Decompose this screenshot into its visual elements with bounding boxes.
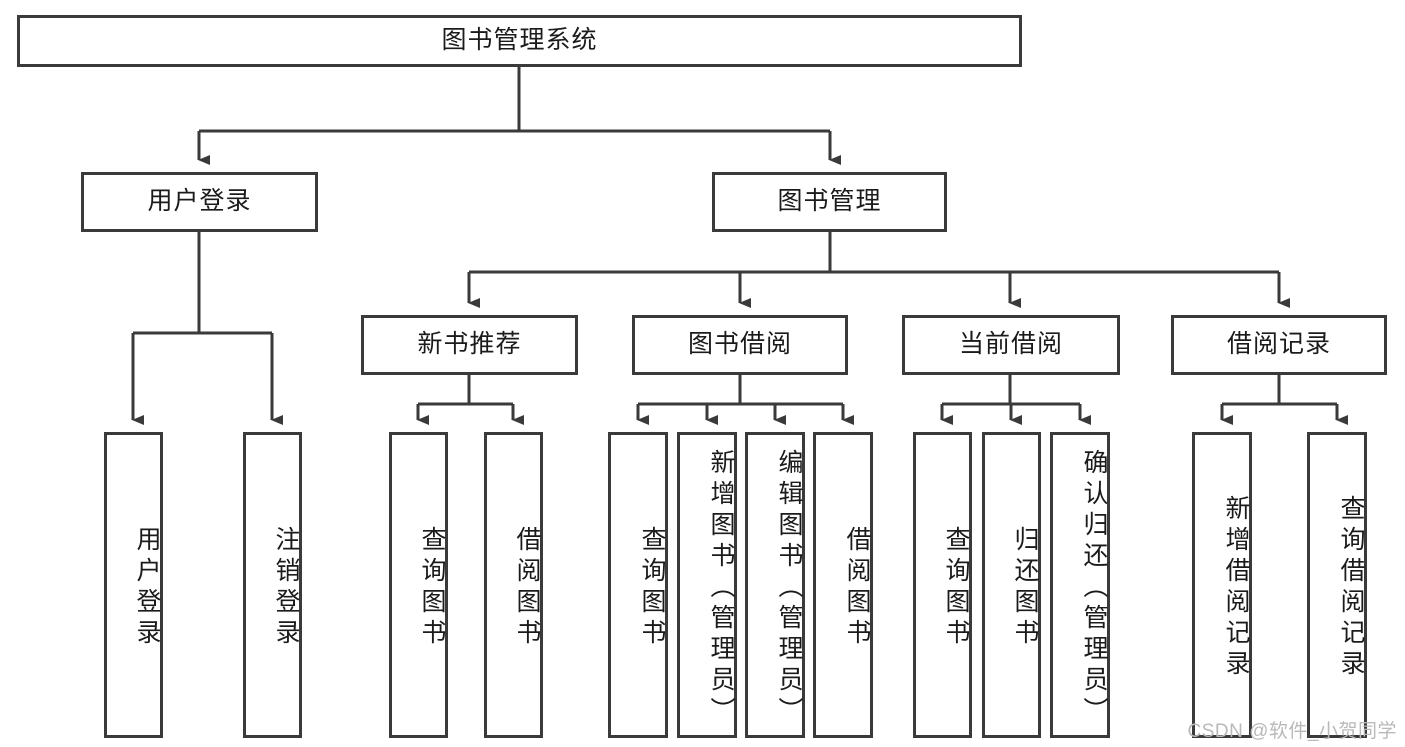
leaf-label: 注销登录 bbox=[272, 526, 300, 650]
leaf-return-book[interactable]: 归还图书 bbox=[982, 432, 1041, 738]
leaf-edit-book[interactable]: 编辑图书（管理员） bbox=[745, 432, 805, 738]
node-new-book-recommend[interactable]: 新书推荐 bbox=[361, 315, 578, 375]
node-current-borrow[interactable]: 当前借阅 bbox=[902, 315, 1120, 375]
leaf-label: 借阅图书 bbox=[843, 526, 871, 650]
leaf-label: 查询图书 bbox=[418, 526, 446, 650]
csdn-watermark: CSDN @软件_小贺同学 bbox=[1187, 721, 1397, 742]
leaf-query-record[interactable]: 查询借阅记录 bbox=[1307, 432, 1367, 738]
leaf-borrow-book-1[interactable]: 借阅图书 bbox=[484, 432, 543, 738]
leaf-confirm-return[interactable]: 确认归还（管理员） bbox=[1050, 432, 1110, 738]
leaf-label: 编辑图书（管理员） bbox=[775, 448, 803, 728]
leaf-label: 查询图书 bbox=[638, 526, 666, 650]
node-user-login[interactable]: 用户登录 bbox=[81, 172, 318, 232]
leaf-label: 新增借阅记录 bbox=[1222, 495, 1250, 681]
leaf-query-book-2[interactable]: 查询图书 bbox=[608, 432, 668, 738]
leaf-label: 用户登录 bbox=[133, 526, 161, 650]
leaf-borrow-book-2[interactable]: 借阅图书 bbox=[813, 432, 873, 738]
leaf-label: 借阅图书 bbox=[513, 526, 541, 650]
leaf-label: 新增图书（管理员） bbox=[707, 448, 735, 728]
leaf-query-book-3[interactable]: 查询图书 bbox=[913, 432, 972, 738]
leaf-user-logout[interactable]: 注销登录 bbox=[243, 432, 302, 738]
node-root[interactable]: 图书管理系统 bbox=[17, 15, 1022, 67]
leaf-query-book-1[interactable]: 查询图书 bbox=[389, 432, 448, 738]
node-book-borrow[interactable]: 图书借阅 bbox=[632, 315, 848, 375]
leaf-label: 确认归还（管理员） bbox=[1080, 448, 1108, 728]
node-borrow-record[interactable]: 借阅记录 bbox=[1171, 315, 1387, 375]
node-book-management[interactable]: 图书管理 bbox=[712, 172, 947, 232]
leaf-add-record[interactable]: 新增借阅记录 bbox=[1192, 432, 1252, 738]
leaf-label: 归还图书 bbox=[1011, 526, 1039, 650]
leaf-add-book[interactable]: 新增图书（管理员） bbox=[677, 432, 737, 738]
leaf-label: 查询图书 bbox=[942, 526, 970, 650]
leaf-label: 查询借阅记录 bbox=[1337, 495, 1365, 681]
leaf-user-login[interactable]: 用户登录 bbox=[104, 432, 163, 738]
